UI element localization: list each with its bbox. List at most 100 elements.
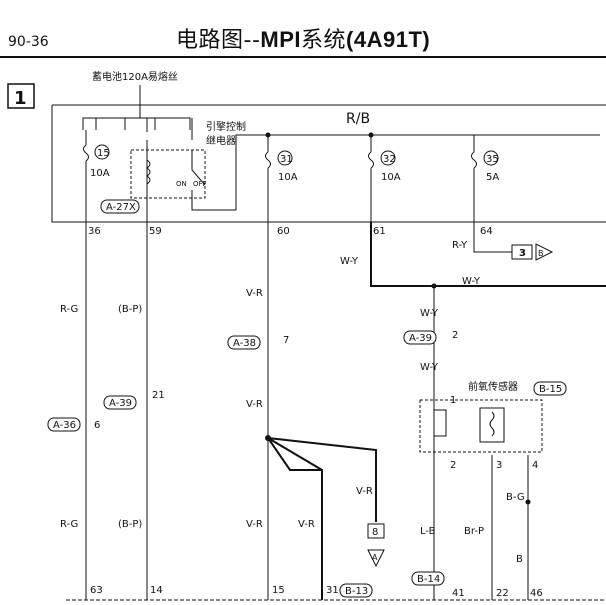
wire-label-vr-2: V-R (246, 399, 263, 410)
conn-a39-left: A-39 (109, 398, 132, 409)
title-main: MPI (260, 27, 302, 52)
junction-fuse32 (368, 132, 374, 138)
wire-label-wy-1: W-Y (340, 256, 359, 267)
title-engine: (4A91T) (346, 27, 431, 52)
fuse-15-id: 15 (97, 148, 110, 159)
fuse-bus-taps (95, 118, 156, 130)
relay-off-label: OFF (193, 180, 207, 188)
wire-vr-branch (267, 437, 322, 471)
title-suffix: 系统 (301, 28, 347, 53)
ref-box-3-label: 3 (519, 248, 526, 259)
fuse-31-symbol (265, 151, 271, 169)
fuse-leads (85, 130, 475, 222)
battery-fuse-bracket (82, 117, 191, 130)
conn-b14: B-14 (417, 574, 440, 585)
pin-a39-2: 2 (452, 330, 458, 341)
conn-a38: A-38 (233, 338, 256, 349)
ref-arrow-a-icon (367, 549, 385, 568)
pin-bottom-14: 14 (150, 585, 163, 596)
fuse-31-id-circle (277, 150, 293, 166)
conn-b13-tag (339, 583, 373, 598)
sensor-element-symbol (489, 411, 495, 437)
ref-box-8-label: 8 (372, 527, 378, 538)
pin-top-60: 60 (277, 226, 290, 237)
fuse-35-id-circle (483, 150, 499, 166)
pin-bottom-41: 41 (452, 588, 465, 599)
wire-label-rg-upper: R-G (60, 304, 78, 315)
wire-wy-bus (370, 222, 606, 287)
fuse-35-rating: 5A (486, 172, 499, 183)
wire-label-bg: B-G (506, 492, 525, 503)
relay-body (130, 149, 206, 199)
wire-label-ry: R-Y (452, 240, 468, 251)
wire-ry (473, 222, 512, 253)
pin-top-61: 61 (373, 226, 386, 237)
junction-vr-splice (265, 435, 271, 441)
pin-a38-7: 7 (283, 335, 289, 346)
wire-label-b: B (516, 554, 523, 565)
relay-box-outline (51, 104, 606, 223)
sensor-body (419, 399, 543, 453)
fuse-15-id-circle (94, 144, 110, 160)
pin-top-59: 59 (149, 226, 162, 237)
junction-wy (431, 283, 437, 289)
fuse-32-id-circle (380, 150, 396, 166)
wire-label-wy-2: W-Y (462, 276, 481, 287)
wire-label-vr-5: V-R (298, 519, 315, 530)
fuse-32-symbol (368, 151, 374, 169)
wire-label-lb: L-B (420, 526, 436, 537)
sensor-pin-3: 3 (496, 460, 502, 471)
conn-a36: A-36 (53, 420, 76, 431)
battery-fuse-label: 蓄电池120A易熔丝 (92, 70, 178, 83)
fuse-31-id: 31 (280, 154, 293, 165)
sensor-label: 前氧传感器 (468, 380, 518, 393)
wire-label-bp-upper: (B-P) (118, 304, 142, 315)
page-title: 电路图--MPI系统(4A91T) (176, 22, 430, 54)
wire-label-wy-4: W-Y (420, 362, 439, 373)
conn-a38-tag (227, 335, 261, 350)
ref-box-8 (367, 523, 385, 539)
conn-a39-right: A-39 (409, 333, 432, 344)
conn-b13: B-13 (345, 586, 368, 597)
fuse-15-rating: 10A (90, 168, 110, 179)
relay-feed (146, 118, 193, 140)
wire-label-wy-3: W-Y (420, 308, 439, 319)
wire-label-vr-3: V-R (356, 486, 373, 497)
conn-b14-tag (411, 571, 445, 586)
conn-b15-tag (533, 381, 567, 396)
sensor-pin-4: 4 (532, 460, 538, 471)
relay-on-label: ON (176, 180, 187, 188)
relay-label-line1: 引擎控制 (206, 120, 246, 133)
conn-a27x: A-27X (106, 202, 136, 213)
ref-box-3 (511, 244, 533, 260)
sensor-element (479, 407, 505, 443)
sensor-pin-1: 1 (450, 395, 456, 406)
ref-arrow-a-label: A (372, 553, 378, 562)
ref-arrow-b-label: B (538, 249, 544, 258)
fuse-15-symbol (83, 144, 89, 162)
wire-label-brp: Br-P (464, 526, 484, 537)
pin-bottom-15: 15 (272, 585, 285, 596)
conn-a27x-tag (100, 199, 140, 214)
pin-top-64: 64 (480, 226, 493, 237)
pin-bottom-22: 22 (496, 588, 509, 599)
pin-a36-6: 6 (94, 420, 100, 431)
conn-b15: B-15 (539, 384, 562, 395)
wire-label-vr-4: V-R (246, 519, 263, 530)
fuse-31-rating: 10A (278, 172, 298, 183)
sensor-pin-2: 2 (450, 460, 456, 471)
pin-bottom-63: 63 (90, 585, 103, 596)
junction-bg (525, 499, 531, 505)
relay-internals (146, 134, 600, 224)
conn-a36-tag (47, 417, 81, 432)
section-box (7, 83, 35, 109)
pin-a39-21: 21 (152, 390, 165, 401)
pin-top-36: 36 (88, 226, 101, 237)
relay-coil (146, 159, 151, 185)
pin-bottom-46: 46 (530, 588, 543, 599)
fuse-32-rating: 10A (381, 172, 401, 183)
wire-label-vr-1: V-R (246, 288, 263, 299)
relay-label-line2: 继电器 (206, 134, 236, 147)
pin-bottom-31: 31 (326, 585, 339, 596)
